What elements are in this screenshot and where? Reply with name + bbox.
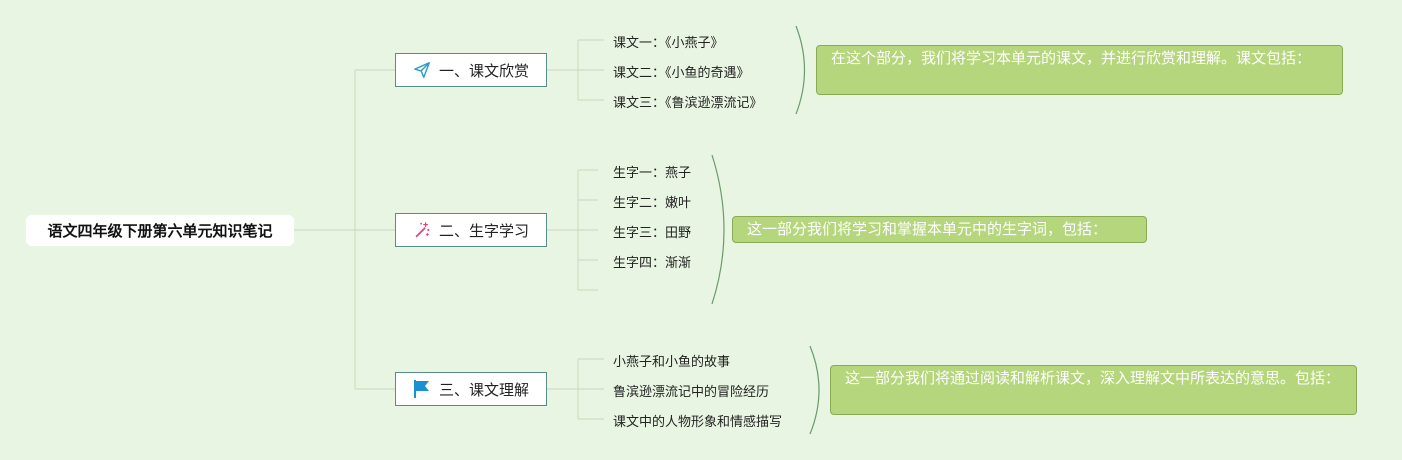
root-title: 语文四年级下册第六单元知识笔记 <box>47 222 273 240</box>
brace-1 <box>795 25 806 115</box>
root-topic[interactable]: 语文四年级下册第六单元知识笔记 <box>26 215 294 246</box>
list-item[interactable]: 生字一：燕子 <box>613 166 692 181</box>
list-item[interactable]: 课文中的人物形象和情感描写 <box>613 415 783 430</box>
list-item[interactable]: 小燕子和小鱼的故事 <box>613 355 731 370</box>
list-item[interactable]: 课文三：《鲁滨逊漂流记》 <box>613 96 763 111</box>
note-text-comprehension[interactable]: 这一部分我们将通过阅读和解析课文，深入理解文中所表达的意思。包括： <box>830 365 1357 415</box>
branch-text-comprehension[interactable]: 三、课文理解 <box>395 372 547 406</box>
brace-2 <box>711 154 725 305</box>
note-text-appreciation[interactable]: 在这个部分，我们将学习本单元的课文，并进行欣赏和理解。课文包括： <box>816 45 1343 95</box>
branch-text-appreciation[interactable]: 一、课文欣赏 <box>395 53 547 87</box>
branch-character-learning[interactable]: 二、生字学习 <box>395 213 547 247</box>
list-item[interactable]: 鲁滨逊漂流记中的冒险经历 <box>613 385 770 400</box>
brace-3 <box>809 345 820 435</box>
magic-wand-icon <box>415 222 430 238</box>
list-item[interactable]: 课文一：《小燕子》 <box>613 36 724 51</box>
flag-icon <box>413 380 429 398</box>
list-item[interactable]: 课文二：《小鱼的奇遇》 <box>613 66 750 81</box>
branch-label: 一、课文欣赏 <box>438 61 529 80</box>
note-character-learning[interactable]: 这一部分我们将学习和掌握本单元中的生字词，包括： <box>732 216 1147 243</box>
list-item[interactable]: 生字二：嫩叶 <box>613 196 692 211</box>
list-item[interactable]: 生字三：田野 <box>613 226 692 241</box>
branch-label: 二、生字学习 <box>438 221 529 240</box>
branch-label: 三、课文理解 <box>438 380 529 399</box>
paper-plane-icon <box>414 62 430 78</box>
list-item[interactable]: 生字四：渐渐 <box>613 256 692 271</box>
